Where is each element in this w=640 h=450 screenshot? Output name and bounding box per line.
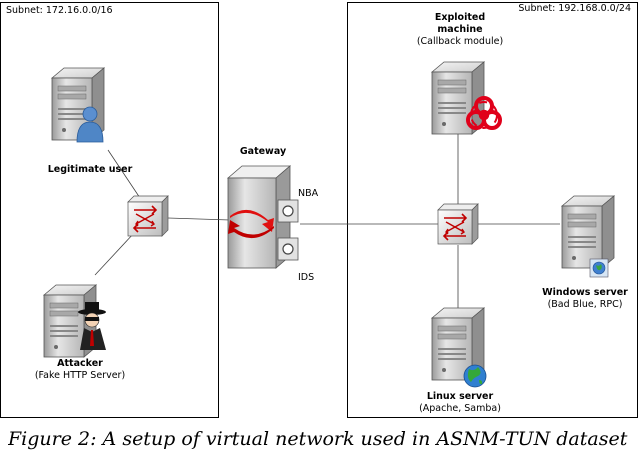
spy-icon [78, 302, 106, 350]
biohazard-icon [466, 96, 502, 130]
legitimate-user-label: Legitimate user [47, 164, 133, 175]
attacker-label: Attacker (Fake HTTP Server) [34, 358, 126, 381]
figure-caption: Figure 2: A setup of virtual network use… [8, 428, 628, 450]
ids-label: IDS [298, 272, 315, 283]
subnet-left-label: Subnet: 172.16.0.0/16 [6, 5, 113, 16]
subnet-left-box: Subnet: 172.16.0.0/16 [0, 2, 219, 418]
exploited-machine-server-icon [431, 61, 485, 135]
linux-globe-icon [463, 364, 487, 388]
windows-server-icon [561, 195, 615, 269]
gateway-label: Gateway [239, 146, 287, 157]
subnet-right-label: Subnet: 192.168.0.0/24 [518, 3, 631, 14]
nba-label: NBA [298, 188, 319, 199]
linux-server-label: Linux server (Apache, Samba) [419, 391, 501, 414]
exploited-machine-label: Exploited machine (Callback module) [416, 12, 504, 47]
left-switch-icon [127, 195, 169, 237]
gateway-icon [226, 165, 299, 269]
right-switch-icon [437, 203, 479, 245]
user-icon [76, 106, 104, 143]
windows-globe-icon [589, 258, 609, 278]
windows-server-label: Windows server (Bad Blue, RPC) [542, 287, 628, 310]
